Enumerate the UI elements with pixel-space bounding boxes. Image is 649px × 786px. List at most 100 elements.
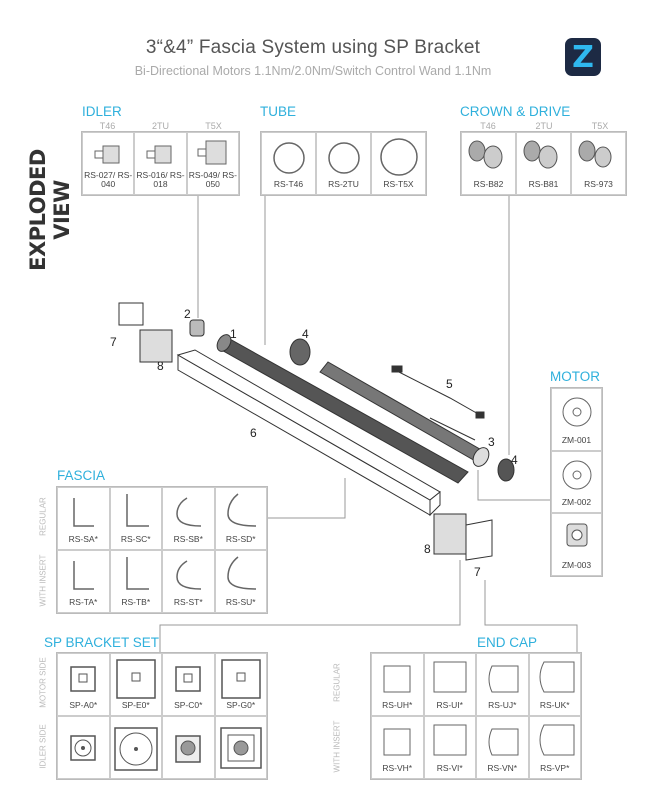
idler-sub: 2TU	[151, 121, 169, 131]
idler-item[interactable]: RS-027/ RS-040	[82, 132, 135, 195]
bracket-idler-item[interactable]	[109, 716, 162, 779]
endcap-item[interactable]: RS-VI*	[423, 716, 476, 779]
part-code: RS-2TU	[328, 179, 359, 189]
endcap-item[interactable]: RS-UJ*	[476, 653, 529, 716]
motor-head-icon	[562, 397, 591, 427]
endcap-item[interactable]: RS-VP*	[528, 716, 581, 779]
part-code: SP-E0*	[121, 700, 150, 710]
callout-3: 3	[488, 435, 495, 449]
page-subtitle: Bi-Directional Motors 1.1Nm/2.0Nm/Switch…	[134, 64, 492, 78]
part-code: RS-SU*	[225, 597, 256, 607]
bracket-icon	[221, 659, 261, 699]
motor-item[interactable]: ZM-001	[551, 388, 602, 451]
crown-item[interactable]: RS-B81	[516, 132, 571, 195]
callout-2: 2	[184, 307, 191, 321]
bracket-idler-item[interactable]	[57, 716, 110, 779]
idler-sub: T5X	[205, 121, 222, 131]
crown-title: CROWN & DRIVE	[460, 104, 571, 119]
part-code: RS-T5X	[383, 179, 414, 189]
idler-part	[189, 319, 205, 337]
bracket-item[interactable]: SP-E0*	[109, 653, 162, 716]
fascia-profile-icon	[126, 557, 149, 590]
part-code: SP-G0*	[226, 700, 256, 710]
row-label: REGULAR	[38, 497, 48, 536]
fascia-item[interactable]: RS-TB*	[109, 550, 162, 613]
callout-4a: 4	[302, 327, 309, 341]
endcap-item[interactable]: RS-UK*	[528, 653, 581, 716]
part-code: RS-UK*	[539, 700, 570, 710]
tube-profile-icon	[327, 142, 360, 174]
fascia-item[interactable]: RS-SA*	[57, 487, 110, 550]
bracket-left	[118, 302, 173, 363]
crown-item[interactable]: RS-973	[571, 132, 626, 195]
brand-logo: Z	[565, 38, 601, 76]
bracket-idler-item[interactable]	[162, 716, 215, 779]
endcap-icon	[488, 665, 519, 693]
motor-part	[319, 361, 490, 467]
idler-icon	[94, 145, 120, 164]
bracket-icon	[116, 659, 156, 699]
fascia-profile-icon	[73, 498, 95, 527]
idler-icon	[146, 145, 172, 164]
motor-head-icon	[562, 460, 591, 490]
callout-1: 1	[230, 327, 237, 341]
crown-drive-icon	[523, 140, 557, 169]
part-code: RS-B82	[473, 179, 504, 189]
endcap-item[interactable]: RS-UI*	[423, 653, 476, 716]
fascia-profile-icon	[226, 556, 256, 590]
fascia-item[interactable]: RS-SU*	[214, 550, 267, 613]
bracket-item[interactable]: SP-A0*	[57, 653, 110, 716]
endcap-item[interactable]: RS-VH*	[371, 716, 424, 779]
motor-item[interactable]: ZM-002	[551, 450, 602, 514]
part-code: RS-T46	[273, 179, 304, 189]
part-code: RS-ST*	[173, 597, 203, 607]
bracket-right	[433, 513, 493, 561]
motor-item[interactable]: ZM-003	[551, 513, 602, 576]
endcap-icon	[488, 728, 519, 756]
tube-part	[216, 334, 469, 484]
part-code: ZM-003	[561, 560, 592, 570]
part-code: RS-VN*	[487, 763, 518, 773]
idler-item[interactable]: RS-049/ RS-050	[186, 132, 239, 195]
callout-8a: 8	[157, 359, 164, 373]
tube-item[interactable]: RS-T5X	[371, 132, 426, 195]
endcap-title: END CAP	[477, 635, 538, 650]
bracket-item[interactable]: SP-C0*	[162, 653, 215, 716]
tube-item[interactable]: RS-T46	[261, 132, 316, 195]
idler-icon	[197, 140, 227, 165]
bracket-idler-item[interactable]	[214, 716, 267, 779]
fascia-item[interactable]: RS-SC*	[109, 487, 162, 550]
endcap-item[interactable]: RS-UH*	[371, 653, 424, 716]
drive-part	[497, 458, 515, 482]
crown-drive-icon	[468, 140, 502, 169]
tube-item[interactable]: RS-2TU	[316, 132, 371, 195]
part-code: RS-TA*	[69, 597, 98, 607]
part-code: RS-VH*	[382, 763, 413, 773]
bracket-item[interactable]: SP-G0*	[214, 653, 267, 716]
fascia-profile-icon	[73, 561, 95, 590]
crown-item[interactable]: RS-B82	[461, 132, 516, 195]
part-code: RS-SB*	[173, 534, 203, 544]
part-code: SP-A0*	[69, 700, 98, 710]
callout-7a: 7	[110, 335, 117, 349]
part-code: RS-SC*	[120, 534, 151, 544]
row-label: IDLER SIDE	[38, 724, 48, 769]
fascia-profile-icon	[176, 497, 202, 527]
bracket-idler-icon	[114, 727, 158, 771]
row-label: WITH INSERT	[38, 554, 48, 607]
fascia-item[interactable]: RS-ST*	[162, 550, 215, 613]
endcap-icon	[383, 728, 411, 756]
fascia-item[interactable]: RS-SD*	[214, 487, 267, 550]
idler-item[interactable]: RS-016/ RS-018	[134, 132, 187, 195]
endcap-item[interactable]: RS-VN*	[476, 716, 529, 779]
part-code: RS-049/ RS-050	[188, 170, 237, 189]
part-code: RS-016/ RS-018	[136, 170, 185, 189]
fascia-item[interactable]: RS-SB*	[162, 487, 215, 550]
bracket-icon	[70, 666, 96, 692]
fascia-item[interactable]: RS-TA*	[57, 550, 110, 613]
connector-lines	[159, 196, 578, 652]
bracket-icon	[175, 666, 201, 692]
callout-5: 5	[446, 377, 453, 391]
part-code: RS-973	[584, 179, 613, 189]
part-code: ZM-001	[561, 434, 592, 445]
